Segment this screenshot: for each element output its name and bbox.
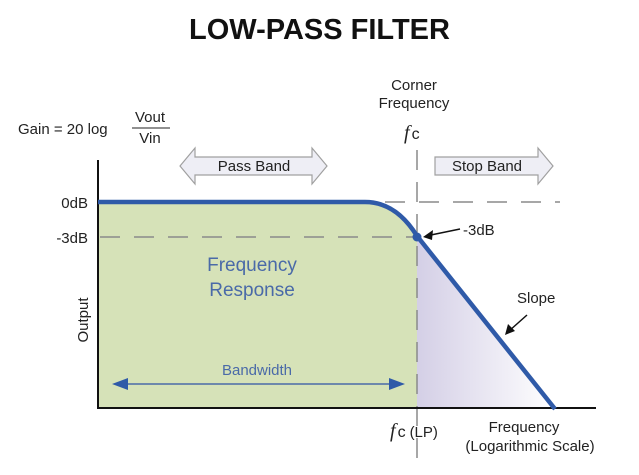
x-axis-label-line2: (Logarithmic Scale)	[465, 438, 594, 455]
corner-label-line1: Corner	[391, 77, 437, 94]
slope-arrowhead-icon	[505, 324, 515, 335]
slope-label: Slope	[517, 290, 555, 307]
minus3db-arrowhead-icon	[423, 230, 433, 240]
corner-fc-c: c	[412, 126, 420, 143]
pass-region-fill	[98, 204, 417, 408]
corner-fc-f: f	[404, 122, 412, 144]
bandwidth-right-arrowhead-icon	[389, 378, 405, 390]
bandwidth-label: Bandwidth	[222, 362, 292, 379]
minus3db-annotation-label: -3dB	[463, 222, 495, 239]
stop-band-label: Stop Band	[452, 158, 522, 175]
bandwidth-left-arrowhead-icon	[112, 378, 128, 390]
minus3db-point	[412, 232, 422, 242]
response-label-line1: Frequency	[207, 255, 297, 276]
pass-band-label: Pass Band	[218, 158, 291, 175]
diagram-title: LOW-PASS FILTER	[189, 14, 450, 46]
y-tick-minus3db: -3dB	[56, 230, 88, 247]
corner-label-line2: Frequency	[379, 95, 450, 112]
x-tick-fc-suffix: (LP)	[410, 424, 438, 441]
response-label-line2: Response	[209, 280, 295, 301]
x-axis-label-line1: Frequency	[489, 419, 560, 436]
pass-band-arrow: Pass Band	[179, 146, 328, 186]
gain-formula-prefix: Gain = 20 log	[18, 121, 108, 138]
gain-formula-numerator: Vout	[135, 109, 166, 126]
y-axis-label: Output	[75, 297, 92, 343]
x-tick-fc-c: c	[398, 424, 406, 441]
y-tick-0db: 0dB	[61, 195, 88, 212]
stop-band-arrow: Stop Band	[434, 146, 554, 186]
x-tick-fc-f: f	[390, 420, 398, 442]
gain-formula-denominator: Vin	[139, 130, 160, 147]
